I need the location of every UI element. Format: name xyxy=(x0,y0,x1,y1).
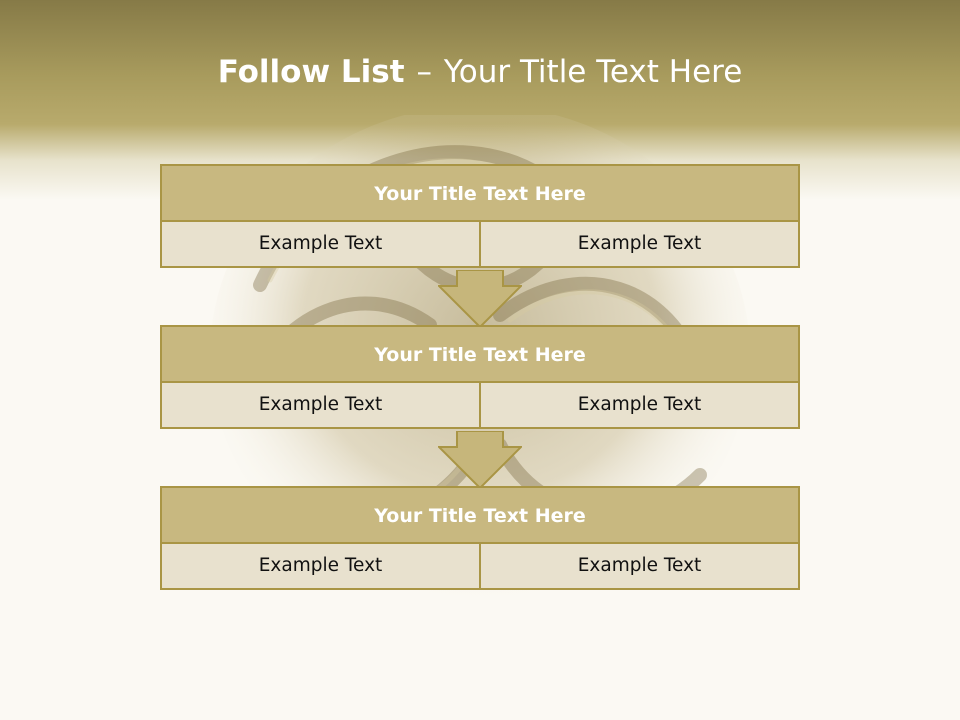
block-2-cells: Example Text Example Text xyxy=(162,383,798,427)
down-arrow-icon-2 xyxy=(438,431,522,489)
block-1-right-cell: Example Text xyxy=(479,222,798,266)
slide-title: Follow List– Your Title Text Here xyxy=(0,54,960,90)
block-2-title: Your Title Text Here xyxy=(162,327,798,383)
block-3-cells: Example Text Example Text xyxy=(162,544,798,588)
block-3-title: Your Title Text Here xyxy=(162,488,798,544)
block-1-left-cell: Example Text xyxy=(162,222,479,266)
block-1-cells: Example Text Example Text xyxy=(162,222,798,266)
block-1-title: Your Title Text Here xyxy=(162,166,798,222)
down-arrow-icon-1 xyxy=(438,270,522,328)
list-block-2: Your Title Text Here Example Text Exampl… xyxy=(160,325,800,429)
slide-title-rest: Your Title Text Here xyxy=(443,54,743,90)
list-block-1: Your Title Text Here Example Text Exampl… xyxy=(160,164,800,268)
block-3-right-cell: Example Text xyxy=(479,544,798,588)
list-block-3: Your Title Text Here Example Text Exampl… xyxy=(160,486,800,590)
block-3-left-cell: Example Text xyxy=(162,544,479,588)
slide-title-bold: Follow List xyxy=(217,54,405,90)
block-2-left-cell: Example Text xyxy=(162,383,479,427)
slide-title-dash: – xyxy=(416,54,433,90)
block-2-right-cell: Example Text xyxy=(479,383,798,427)
